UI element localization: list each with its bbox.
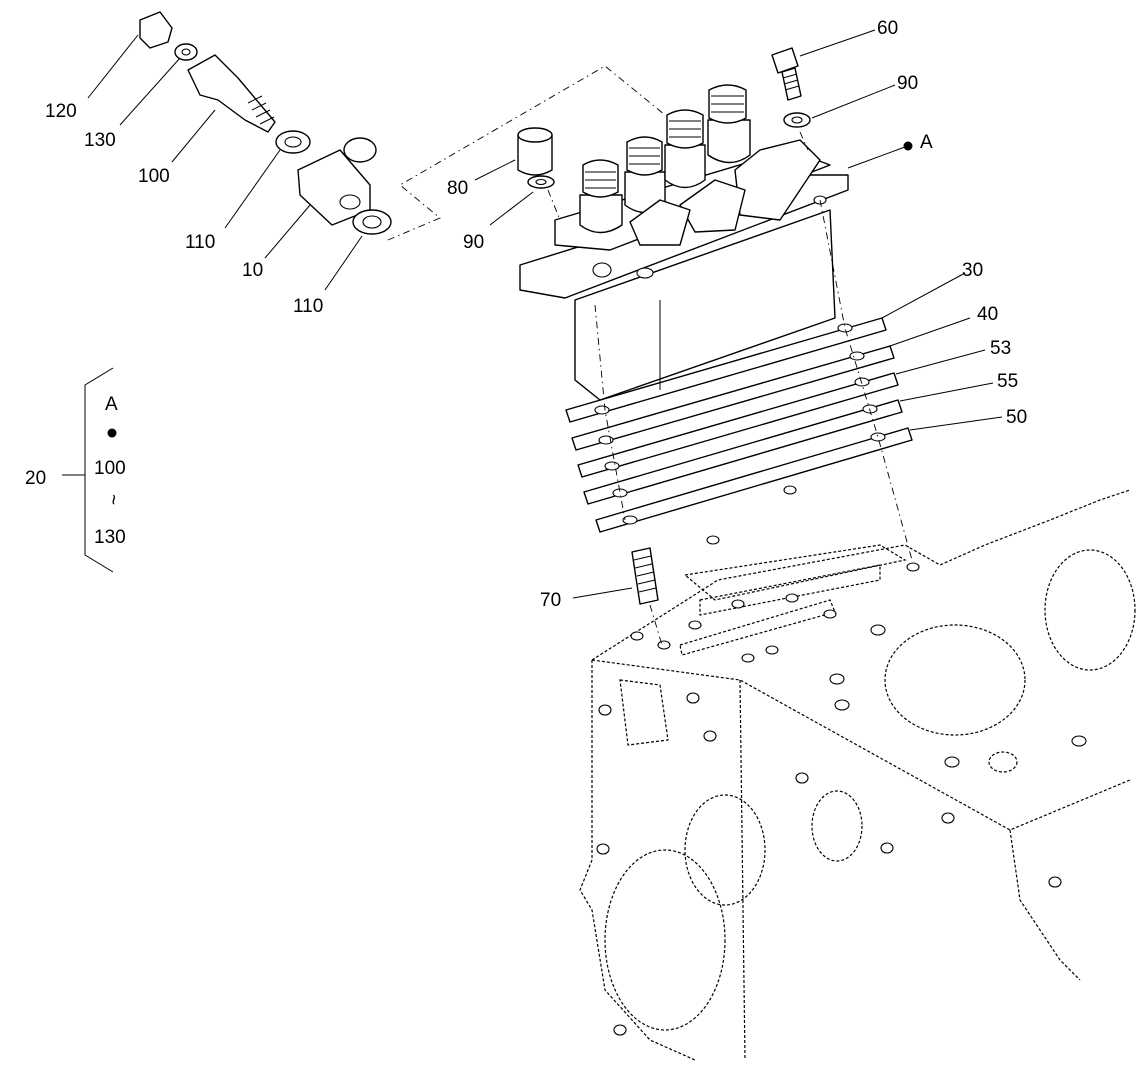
gasket-30: [565, 317, 887, 423]
label-80: 80: [447, 178, 468, 199]
bolt-120: [139, 11, 173, 49]
gasket-55: [583, 399, 903, 505]
assembly-lines: [387, 65, 913, 646]
label-110-lower: 110: [293, 296, 323, 317]
label-55: 55: [997, 371, 1018, 392]
part-labels: 120 130 100 110 10 110 80 90 60 90 A 30 …: [45, 18, 1027, 611]
leader-lines: [87, 29, 1003, 599]
gasket-53: [577, 372, 899, 478]
legend-line-130: 130: [94, 527, 126, 548]
legend-ref: 20: [25, 468, 46, 489]
washer-90-upper: [783, 112, 811, 128]
legend-dot: [107, 428, 117, 438]
legend-range-mark: ~: [102, 494, 123, 505]
stud-70: [631, 547, 659, 605]
cap-80: [517, 127, 553, 176]
label-130: 130: [84, 130, 116, 151]
bolt-60: [771, 47, 802, 101]
label-90-lower: 90: [463, 232, 484, 253]
injection-pump: [519, 84, 849, 401]
engine-block: [579, 489, 1136, 1061]
gasket-40: [571, 345, 895, 451]
gasket-50: [595, 427, 913, 533]
label-30: 30: [962, 260, 983, 281]
label-90-upper: 90: [897, 73, 918, 94]
label-110-upper: 110: [185, 232, 215, 253]
legend-bracket: 20 A 100 ~ 130: [25, 367, 126, 573]
banjo-bolt-100: [187, 54, 276, 133]
legend-line-a: A: [105, 394, 118, 415]
washer-90-lower: [527, 175, 555, 189]
label-53: 53: [990, 338, 1011, 359]
label-40: 40: [977, 304, 998, 325]
label-50: 50: [1006, 407, 1027, 428]
label-a: A: [920, 132, 933, 153]
label-70: 70: [540, 590, 561, 611]
legend-line-100: 100: [94, 458, 126, 479]
label-10: 10: [242, 260, 263, 281]
marker-dot-a: [903, 141, 913, 151]
label-60: 60: [877, 18, 898, 39]
gasket-stack: [565, 317, 913, 545]
fitting-assembly: [139, 11, 392, 235]
label-100: 100: [138, 166, 170, 187]
label-120: 120: [45, 101, 77, 122]
